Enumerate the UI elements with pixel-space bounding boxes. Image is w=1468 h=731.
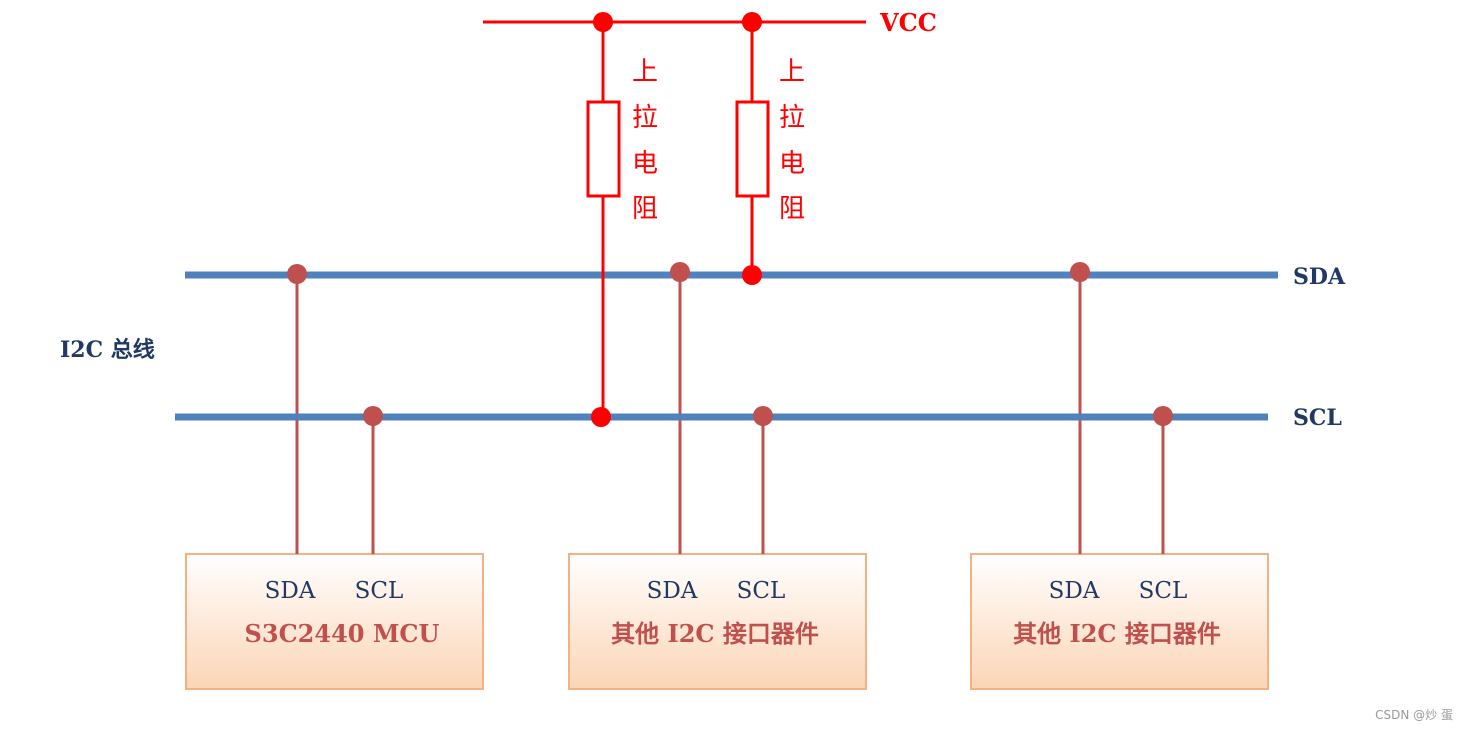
device-2-pin-scl: SCL xyxy=(737,578,786,604)
device-box-3 xyxy=(970,553,1269,690)
sda-pullup-junction xyxy=(742,265,762,285)
device-box-1 xyxy=(185,553,484,690)
device-box-2 xyxy=(568,553,867,690)
device-3-name: 其他 I2C 接口器件 xyxy=(1013,619,1221,648)
device-3-pin-sda: SDA xyxy=(1049,578,1100,604)
device-1-pin-sda: SDA xyxy=(265,578,316,604)
pullup-1-char-4: 阻 xyxy=(632,194,658,224)
tap-junction-mcu-sda xyxy=(287,264,307,284)
tap-junction-mcu-scl xyxy=(363,406,383,426)
sda-line-label: SDA xyxy=(1293,264,1346,290)
pullup-2-char-4: 阻 xyxy=(779,194,805,224)
pullup-1-char-3: 电 xyxy=(632,149,658,179)
tap-junction-dev2-sda xyxy=(1070,262,1090,282)
pullup-2-char-1: 上 xyxy=(779,57,805,87)
pullup-2-char-2: 拉 xyxy=(779,103,805,133)
tap-junction-dev1-scl xyxy=(753,406,773,426)
pullup-resistor-1 xyxy=(586,100,621,198)
pullup-1-char-1: 上 xyxy=(632,57,658,87)
device-1-pin-scl: SCL xyxy=(355,578,404,604)
device-2-name: 其他 I2C 接口器件 xyxy=(611,619,819,648)
tap-junction-dev2-scl xyxy=(1153,406,1173,426)
watermark: CSDN @炒 蛋 xyxy=(1375,708,1453,722)
bus-name-label: I2C 总线 xyxy=(60,337,155,363)
pullup-resistor-2 xyxy=(735,100,770,198)
vcc-label: VCC xyxy=(879,8,937,37)
device-2-pin-sda: SDA xyxy=(647,578,698,604)
vcc-junction-2 xyxy=(742,12,762,32)
vcc-junction-1 xyxy=(593,12,613,32)
device-1-name: S3C2440 MCU xyxy=(245,619,440,648)
scl-line-label: SCL xyxy=(1293,405,1342,431)
tap-junction-dev1-sda xyxy=(670,262,690,282)
pullup-1-char-2: 拉 xyxy=(632,103,658,133)
device-3-pin-scl: SCL xyxy=(1139,578,1188,604)
pullup-2-char-3: 电 xyxy=(779,149,805,179)
scl-pullup-junction xyxy=(591,407,611,427)
